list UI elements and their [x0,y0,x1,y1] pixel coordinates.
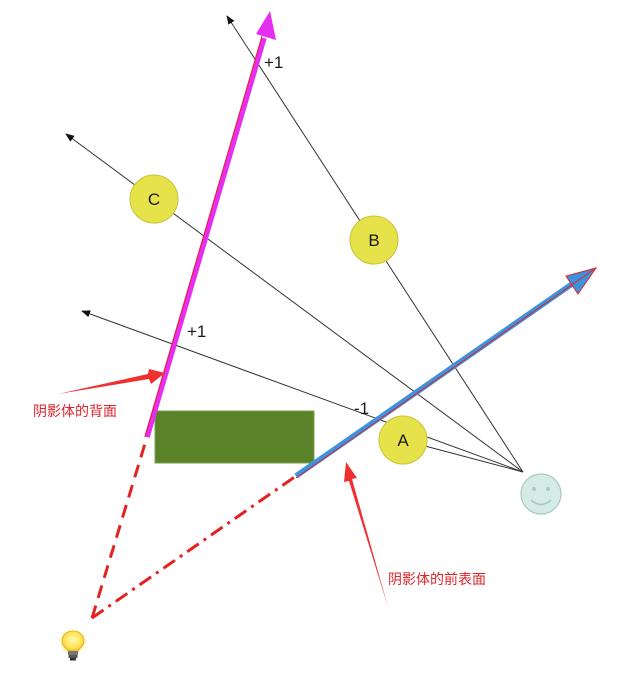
smiley-face-icon [520,473,562,515]
shadow-back-face-label: 阴影体的背面 [33,404,117,420]
shadow-front-face [294,281,574,479]
lightbulb-icon [60,629,86,661]
circle-a-label: A [397,431,409,450]
circle-a: A [378,415,428,465]
shadow-back-face [144,37,267,438]
shadow-edge-right-dashed [91,474,297,620]
count-plus-one-top: +1 [264,53,283,72]
circle-c: C [129,174,179,224]
count-minus-one: -1 [354,399,369,418]
circle-b: B [349,215,399,265]
back-face-annotation-arrow [58,369,165,394]
front-face-annotation-arrow [344,462,388,607]
back-face-red-edge [144,35,263,438]
view-ray-lower [81,310,524,473]
front-face-red-edge [295,267,597,479]
circle-b-label: B [368,231,379,250]
shadow-edge-left-dashed [90,436,149,619]
shadow-front-face-label: 阴影体的前表面 [388,571,486,588]
count-plus-one-mid: +1 [187,322,206,341]
circle-c-label: C [148,190,160,209]
back-face-arrowhead [256,11,276,40]
view-ray-to-a [424,445,524,473]
front-face-arrowhead-outline [565,267,598,295]
occluder-rectangle [154,410,315,464]
